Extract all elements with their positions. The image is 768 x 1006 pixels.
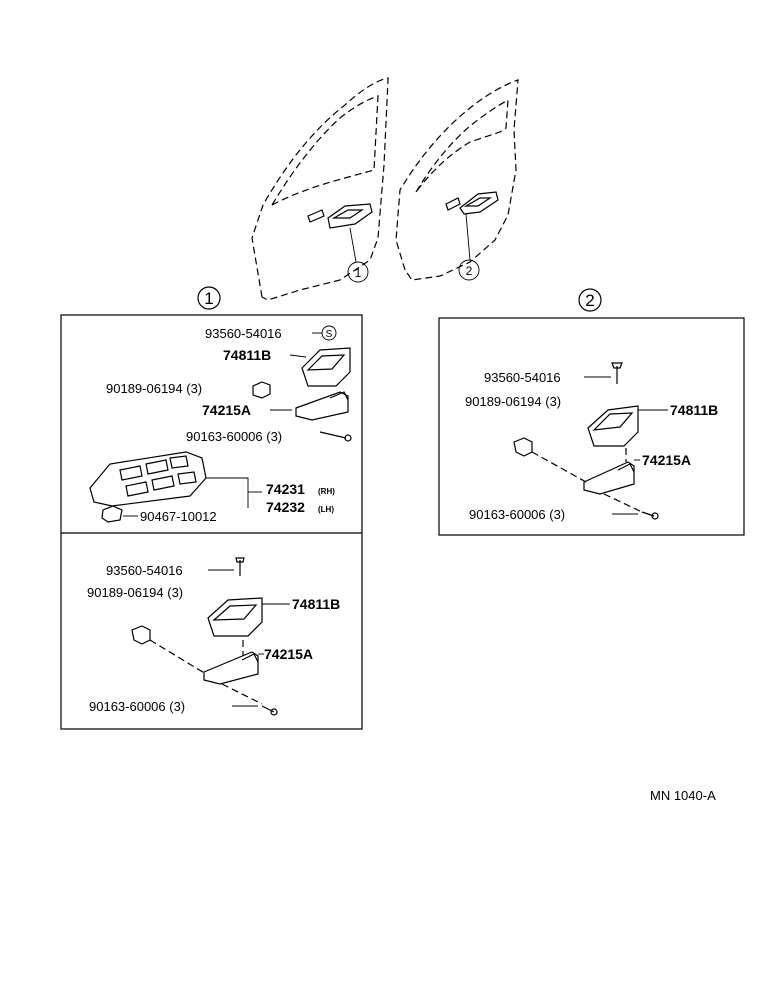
callout-1-door: 1 xyxy=(347,261,369,283)
p1u-nut-label: 90189-06194 (3) xyxy=(106,381,202,396)
p1l-switch-label: 74811B xyxy=(292,596,340,612)
panel-1-upper-parts: S xyxy=(89,325,352,523)
panel-2-frame xyxy=(438,317,745,536)
panel-1-frame xyxy=(60,314,363,730)
p1l-bracket-label: 74215A xyxy=(264,646,313,662)
p2-screw-label: 93560-54016 xyxy=(484,370,561,385)
svg-text:1: 1 xyxy=(355,266,362,280)
p1u-bolt-label: 90163-60006 (3) xyxy=(186,429,282,444)
p1u-base-rh-label: 74231 xyxy=(266,481,305,497)
p1u-clip-label: 90467-10012 xyxy=(140,509,217,524)
p1l-nut-label: 90189-06194 (3) xyxy=(87,585,183,600)
p1u-base-lh-label: 74232 xyxy=(266,499,305,515)
front-door-illustration xyxy=(251,77,389,301)
p1u-base-lh-sub: (LH) xyxy=(318,505,334,514)
panel-2-parts xyxy=(513,362,668,520)
p1u-bracket-label: 74215A xyxy=(202,402,251,418)
p1u-screw-label: 93560-54016 xyxy=(205,326,282,341)
p2-nut-label: 90189-06194 (3) xyxy=(465,394,561,409)
panel-2-header: 2 xyxy=(578,288,602,312)
svg-text:2: 2 xyxy=(585,291,594,310)
p1u-switch-label: 74811B xyxy=(223,347,271,363)
p1l-bolt-label: 90163-60006 (3) xyxy=(89,699,185,714)
p1u-base-rh-sub: (RH) xyxy=(318,487,335,496)
callout-2-door: 2 xyxy=(458,259,480,281)
p2-bracket-label: 74215A xyxy=(642,452,691,468)
p1l-screw-label: 93560-54016 xyxy=(106,563,183,578)
svg-text:S: S xyxy=(326,329,333,340)
panel-1-header: 1 xyxy=(197,286,221,310)
svg-text:2: 2 xyxy=(466,264,473,278)
diagram-reference-code: MN 1040-A xyxy=(650,788,716,803)
panel-1-lower-parts xyxy=(131,557,290,716)
svg-text:1: 1 xyxy=(204,289,213,308)
p2-bolt-label: 90163-60006 (3) xyxy=(469,507,565,522)
rear-door-illustration xyxy=(395,79,519,281)
p2-switch-label: 74811B xyxy=(670,402,718,418)
